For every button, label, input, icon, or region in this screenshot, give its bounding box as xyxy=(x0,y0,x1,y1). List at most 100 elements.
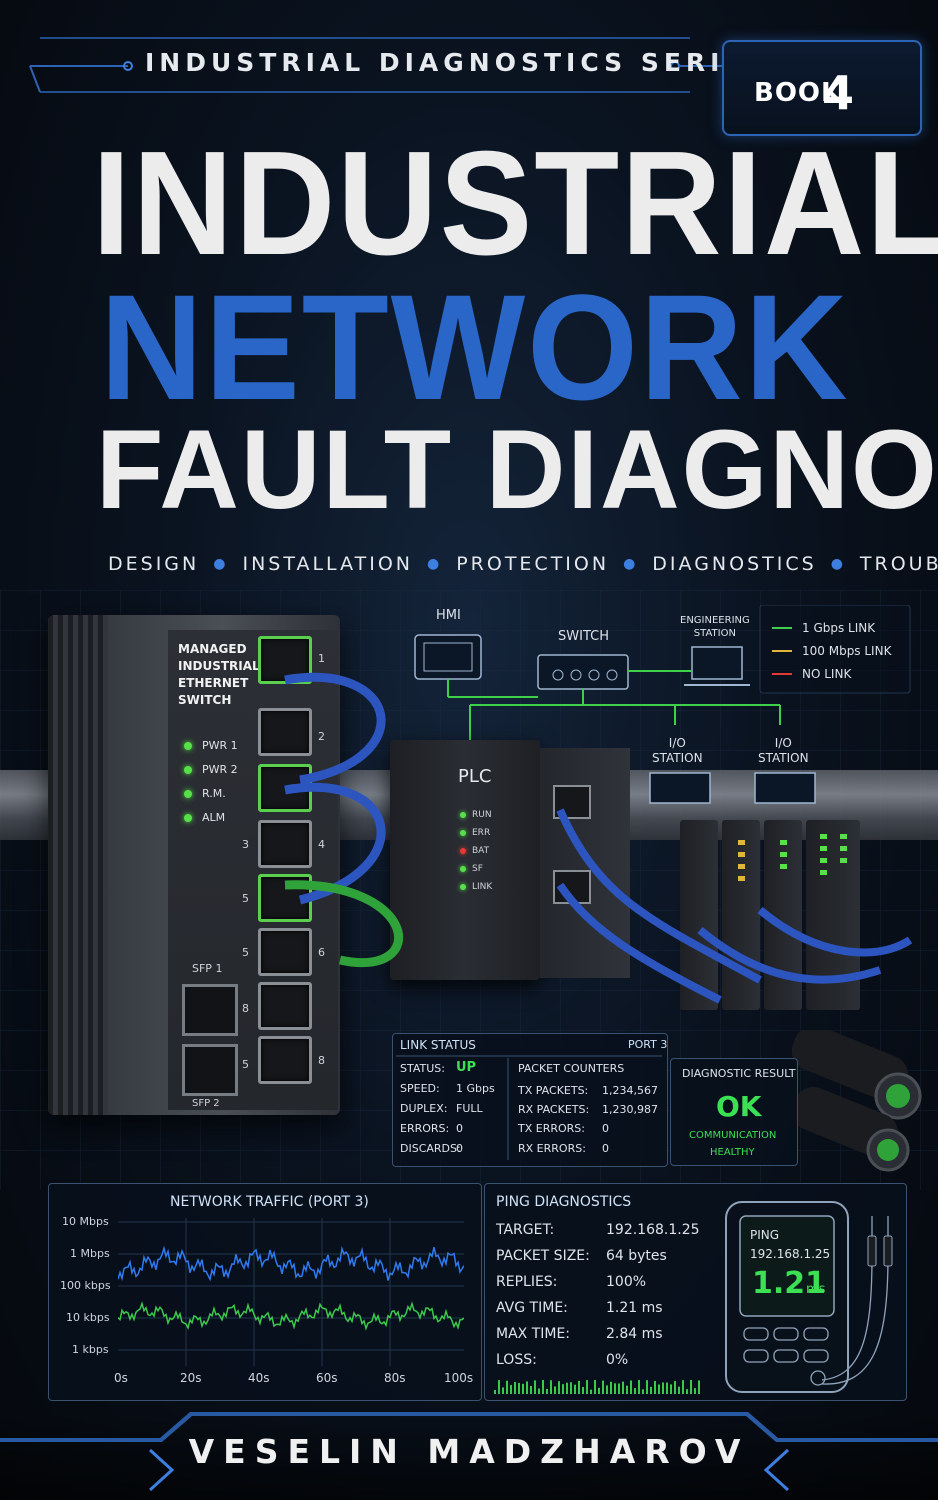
y-tick: 100 kbps xyxy=(60,1279,111,1292)
bullet-icon: ● xyxy=(213,556,229,572)
rx-packets-value: 1,230,987 xyxy=(602,1103,658,1116)
topic-troubleshooting: TROUBLESHOOTING xyxy=(859,553,938,575)
link-status-panel xyxy=(392,1033,668,1167)
rx-errors-value: 0 xyxy=(602,1142,609,1155)
ping-key: REPLIES: xyxy=(496,1274,558,1290)
network-traffic-panel xyxy=(48,1183,482,1401)
port-number: 5 xyxy=(242,1058,249,1071)
ping-bar xyxy=(646,1380,648,1394)
y-tick: 1 Mbps xyxy=(70,1247,110,1260)
discards-key: DISCARDS: xyxy=(400,1142,461,1155)
ping-bar xyxy=(574,1384,576,1394)
tx-packets-value: 1,234,567 xyxy=(602,1084,658,1097)
series-name: INDUSTRIAL DIAGNOSTICS SERIES xyxy=(145,48,770,77)
bullet-icon: ● xyxy=(426,556,443,572)
ping-bar xyxy=(626,1385,628,1394)
book-badge xyxy=(722,40,922,136)
y-tick: 1 kbps xyxy=(72,1343,109,1356)
led-pwr2: PWR 2 xyxy=(184,763,238,776)
ping-bar xyxy=(514,1382,516,1394)
ping-bar xyxy=(554,1386,556,1394)
diagnostic-line-2: HEALTHY xyxy=(710,1147,755,1158)
tester-ip: 192.168.1.25 xyxy=(750,1247,831,1261)
rx-traffic-line xyxy=(118,1301,464,1331)
ping-value: 2.84 ms xyxy=(606,1326,663,1342)
ping-bar xyxy=(662,1382,664,1394)
series-banner-frame xyxy=(29,37,722,93)
ping-bar xyxy=(558,1381,560,1394)
ping-bar xyxy=(494,1390,496,1394)
port-number: 3 xyxy=(242,838,249,851)
port-number: 2 xyxy=(318,730,325,743)
ethernet-port-8 xyxy=(258,1036,312,1084)
plc-label: PLC xyxy=(458,766,492,787)
author-name: VESELIN MADZHAROV xyxy=(188,1432,750,1471)
plc-led-link: LINK xyxy=(460,882,492,892)
diagnostic-line-1: COMMUNICATION xyxy=(689,1130,777,1141)
subtitle-topics: DESIGN●INSTALLATION●PROTECTION●DIAGNOSTI… xyxy=(108,553,938,575)
panel-divider xyxy=(396,1055,662,1057)
ping-value: 100% xyxy=(606,1274,647,1290)
ping-bar xyxy=(498,1380,500,1394)
sfp-label: SFP 2 xyxy=(192,1098,220,1109)
legend-100mbps: 100 Mbps LINK xyxy=(802,644,892,658)
ethernet-port-1 xyxy=(258,636,312,684)
io-module-leds xyxy=(738,834,847,881)
ethernet-port-6 xyxy=(258,928,312,976)
rx-errors-key: RX ERRORS: xyxy=(518,1142,586,1155)
speed-value: 1 Gbps xyxy=(456,1082,495,1095)
ping-key: AVG TIME: xyxy=(496,1300,568,1316)
plc-led-bat: BAT xyxy=(460,846,489,856)
network-cables xyxy=(284,672,913,1004)
ping-bar xyxy=(510,1385,512,1394)
ping-bar xyxy=(602,1380,604,1394)
panel-divider xyxy=(507,1058,509,1160)
ping-bar xyxy=(538,1388,540,1394)
x-tick: 0s xyxy=(114,1371,128,1385)
ping-bar xyxy=(678,1386,680,1394)
ping-bar xyxy=(518,1383,520,1394)
ping-bar xyxy=(598,1387,600,1394)
sfp-port-1 xyxy=(182,984,238,1036)
port-number: 4 xyxy=(318,838,325,851)
ping-bar xyxy=(502,1387,504,1394)
ping-value: 0% xyxy=(606,1352,629,1368)
ping-bar xyxy=(530,1386,532,1394)
legend-1gbps: 1 Gbps LINK xyxy=(802,621,876,635)
ping-bar xyxy=(682,1380,684,1394)
ping-bar xyxy=(550,1380,552,1394)
ethernet-port-7 xyxy=(258,982,312,1030)
ping-bar xyxy=(594,1380,596,1394)
plc-led-run: RUN xyxy=(460,810,492,820)
ping-response-bars xyxy=(494,1380,700,1394)
link-status-title: LINK STATUS xyxy=(400,1038,476,1052)
ping-bar xyxy=(526,1381,528,1394)
x-tick: 100s xyxy=(444,1371,474,1385)
x-tick: 80s xyxy=(384,1371,406,1385)
ping-bar xyxy=(570,1382,572,1394)
ping-bar xyxy=(578,1380,580,1394)
topic-design: DESIGN xyxy=(108,553,200,575)
ping-bar xyxy=(698,1380,700,1394)
ping-bar xyxy=(610,1381,612,1394)
led-rm: R.M. xyxy=(184,787,226,800)
ethernet-port-4 xyxy=(258,820,312,868)
plc-module xyxy=(390,740,540,980)
title-line-3: FAULT DIAGNOSTICS xyxy=(96,407,938,532)
led-alm: ALM xyxy=(184,811,225,824)
status-key: STATUS: xyxy=(400,1062,445,1075)
ping-bar xyxy=(590,1389,592,1394)
tester-label: PING xyxy=(750,1228,780,1242)
topic-diagnostics: DIAGNOSTICS xyxy=(652,553,817,575)
ping-bar xyxy=(582,1387,584,1394)
ping-bar xyxy=(622,1381,624,1394)
diagnostic-result: OK xyxy=(716,1090,762,1123)
legend-no-link: NO LINK xyxy=(802,667,852,681)
ping-bar xyxy=(522,1383,524,1394)
tx-packets-key: TX PACKETS: xyxy=(518,1084,589,1097)
port-number: 5 xyxy=(242,946,249,959)
ping-bar xyxy=(670,1384,672,1394)
